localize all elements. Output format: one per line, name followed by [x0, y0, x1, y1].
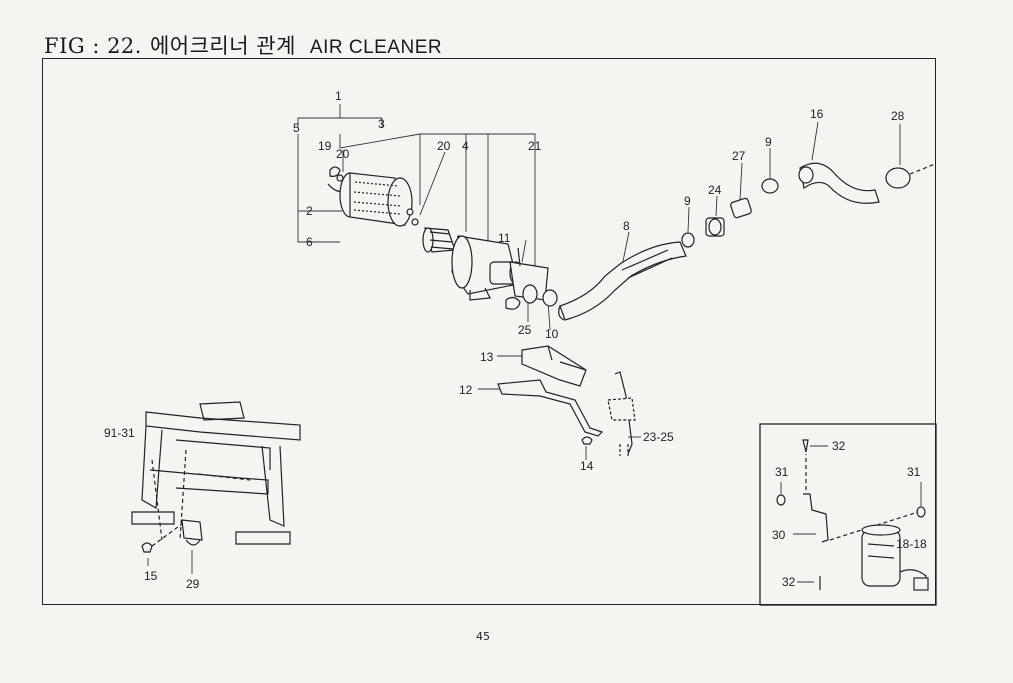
callout-21: 21 [528, 139, 542, 153]
callout-91-31: 91-31 [104, 426, 135, 440]
callout-6: 6 [306, 235, 313, 249]
callout-9-left: 9 [684, 194, 691, 208]
leader-lines [297, 104, 901, 460]
intake-hose [558, 162, 936, 321]
callout-5: 5 [293, 121, 300, 135]
page-number: 45 [476, 630, 490, 643]
callout-15: 15 [144, 569, 158, 583]
callout-18-18: 18-18 [896, 537, 927, 551]
callout-1: 1 [335, 89, 342, 103]
callout-28: 28 [891, 109, 905, 123]
inset-frame [759, 423, 937, 606]
title-korean: 에어크리너 관계 [149, 34, 296, 58]
callout-dashes [147, 445, 922, 583]
frame-bolt [141, 523, 183, 553]
title-english: AIR CLEANER [309, 37, 443, 58]
callout-labels: 1 3 5 19 20 20 4 21 2 6 11 25 10 8 9 24 … [104, 89, 927, 591]
callout-13: 13 [480, 350, 494, 364]
callout-30: 30 [772, 528, 786, 542]
callout-24: 24 [708, 183, 722, 197]
diagram-frame [42, 58, 936, 605]
callout-10: 10 [545, 327, 559, 341]
callout-29: 29 [186, 577, 200, 591]
callout-32-bottom: 32 [782, 575, 796, 589]
callout-12: 12 [459, 383, 473, 397]
callout-25: 25 [518, 323, 532, 337]
callout-23-25: 23-25 [643, 430, 674, 444]
page-title: FIG : 22. 에어크리너 관계 AIR CLEANER [44, 30, 442, 60]
callout-9-right: 9 [765, 135, 772, 149]
callout-11: 11 [498, 231, 511, 245]
callout-14: 14 [580, 459, 594, 473]
callout-32-top: 32 [832, 439, 846, 453]
callout-8: 8 [623, 219, 630, 233]
callout-19: 19 [318, 139, 332, 153]
mounting-brackets [497, 345, 636, 456]
callout-3: 3 [378, 117, 385, 131]
callout-4: 4 [462, 139, 469, 153]
callout-20-left: 20 [336, 147, 350, 161]
figure-number: FIG : 22. [44, 34, 142, 58]
callout-16: 16 [810, 107, 824, 121]
air-cleaner-assembly [327, 166, 558, 310]
callout-27: 27 [732, 149, 746, 163]
callout-20-right: 20 [437, 139, 451, 153]
inset-parts [776, 439, 929, 591]
callout-31-left: 31 [775, 465, 789, 479]
callout-2: 2 [306, 204, 313, 218]
callout-31-right: 31 [907, 465, 921, 479]
mounting-frame [131, 401, 301, 546]
